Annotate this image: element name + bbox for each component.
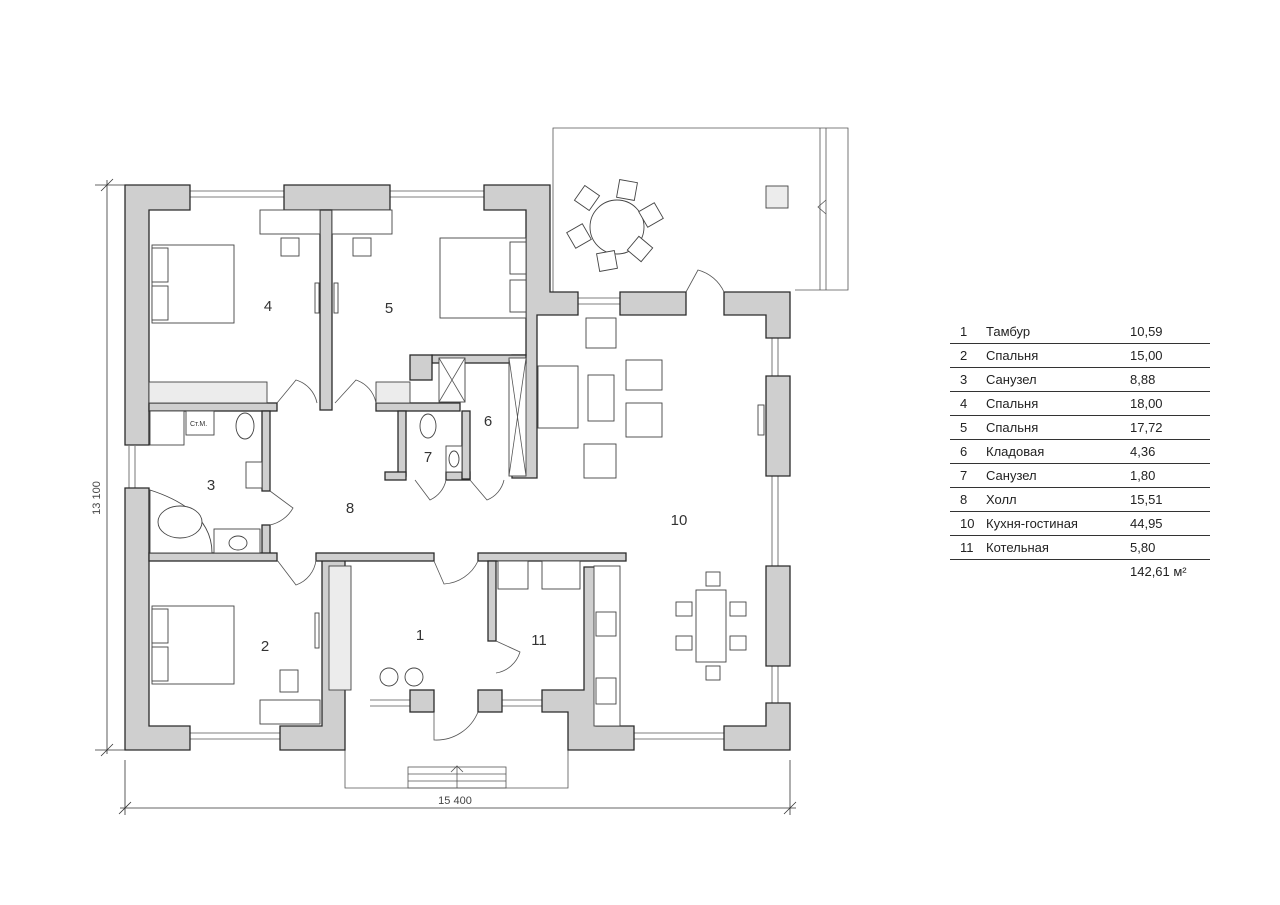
wardrobes [148,357,527,691]
schedule-row: 7 Санузел 1,80 [950,464,1210,488]
room-label-5: 5 [385,300,393,317]
schedule-room-number: 6 [960,444,968,459]
bathroom-7-fixtures [419,413,463,473]
bedroom-2-furniture [151,605,321,725]
room-label-11: 11 [531,632,547,649]
schedule-row: 1 Тамбур 10,59 [950,320,1210,344]
schedule-room-name: Кухня-гостиная [986,516,1078,531]
terrace [552,127,849,292]
schedule-room-area: 5,80 [1130,540,1156,555]
schedule-room-name: Котельная [986,540,1049,555]
schedule-room-name: Спальня [986,396,1039,411]
schedule-row: 10 Кухня-гостиная 44,95 [950,512,1210,536]
washing-machine-label: Ст.М. [190,421,207,428]
schedule-room-name: Спальня [986,420,1039,435]
schedule-room-name: Холл [986,492,1017,507]
terrace-chairs [566,179,664,272]
schedule-total-area: 142,61 м² [1130,564,1187,579]
schedule-room-area: 18,00 [1130,396,1163,411]
schedule-row: 2 Спальня 15,00 [950,344,1210,368]
bedroom-4-furniture [151,209,321,324]
schedule-room-number: 10 [960,516,975,531]
kitchen-furniture [593,565,747,727]
room-label-1: 1 [416,627,424,644]
bedroom-5-furniture [331,209,527,319]
windows [128,190,779,740]
dimensions: 13 100 15 400 [91,178,797,815]
bathroom-3-fixtures: Ст.М. [149,410,263,554]
schedule-room-name: Тамбур [986,324,1031,339]
width-dimension: 15 400 [438,795,472,807]
schedule-room-number: 2 [960,348,968,363]
schedule-room-number: 8 [960,492,968,507]
room-label-8: 8 [346,500,354,517]
schedule-room-number: 7 [960,468,968,483]
schedule-room-area: 4,36 [1130,444,1156,459]
room-label-7: 7 [424,449,432,466]
schedule-room-name: Санузел [986,468,1037,483]
schedule-room-area: 15,51 [1130,492,1163,507]
schedule-row: 8 Холл 15,51 [950,488,1210,512]
schedule-room-area: 10,59 [1130,324,1163,339]
schedule-room-name: Спальня [986,348,1039,363]
schedule-room-area: 15,00 [1130,348,1163,363]
schedule-room-area: 17,72 [1130,420,1163,435]
schedule-room-area: 8,88 [1130,372,1156,387]
schedule-room-number: 4 [960,396,968,411]
room-label-2: 2 [261,638,269,655]
room-labels: 4 5 6 7 3 8 10 1 11 2 [207,298,688,655]
schedule-room-name: Кладовая [986,444,1045,459]
schedule-room-area: 44,95 [1130,516,1163,531]
room-label-6: 6 [484,413,492,430]
schedule-row: 11 Котельная 5,80 [950,536,1210,560]
room-label-10: 10 [671,512,688,529]
schedule-row: 3 Санузел 8,88 [950,368,1210,392]
height-dimension: 13 100 [91,481,103,515]
schedule-total-row: 142,61 м² [950,560,1210,583]
schedule-room-number: 5 [960,420,968,435]
entry-porch [344,750,569,789]
schedule-room-area: 1,80 [1130,468,1156,483]
schedule-room-number: 11 [960,540,974,555]
vestibule-boiler-fixtures [379,560,581,687]
schedule-room-name: Санузел [986,372,1037,387]
doors [269,269,725,741]
schedule-room-number: 3 [960,372,968,387]
room-label-3: 3 [207,477,215,494]
schedule-row: 6 Кладовая 4,36 [950,440,1210,464]
living-furniture [537,317,765,479]
schedule-room-number: 1 [960,324,968,339]
schedule-row: 5 Спальня 17,72 [950,416,1210,440]
schedule-row: 4 Спальня 18,00 [950,392,1210,416]
room-label-4: 4 [264,298,272,315]
